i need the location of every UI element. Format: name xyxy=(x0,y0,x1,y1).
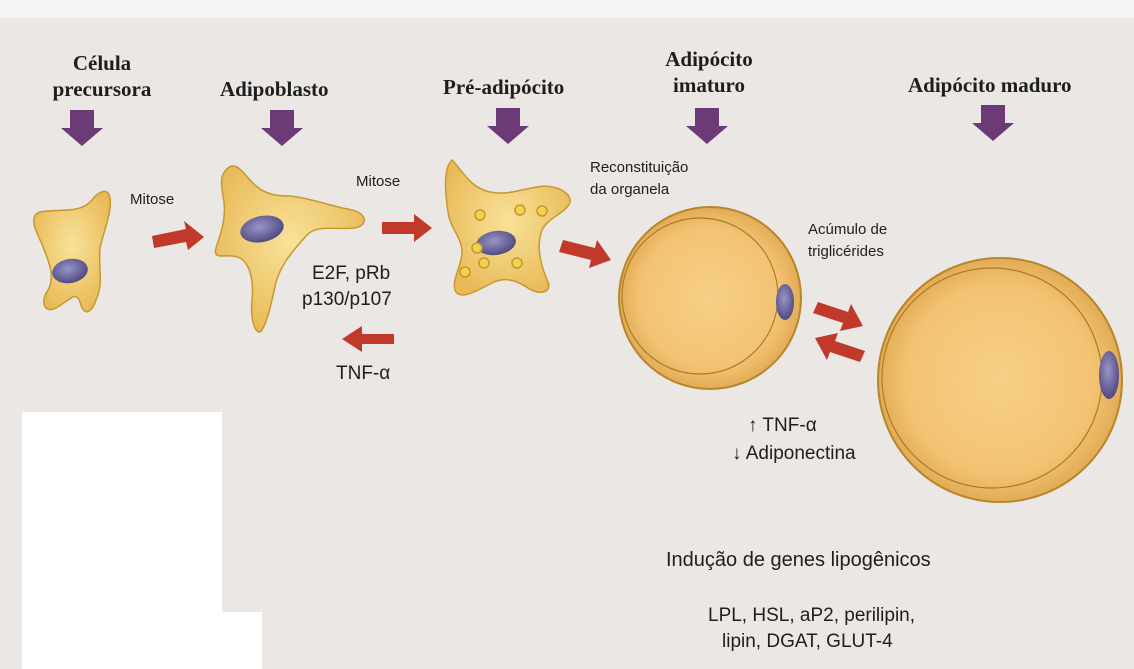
purple-arrow-adipoblast xyxy=(261,110,303,146)
genes-line-1: LPL, HSL, aP2, perilipin, xyxy=(708,604,915,628)
red-arrow-mitosis-2 xyxy=(382,214,432,242)
immature-adipocyte xyxy=(619,207,801,389)
mature-adipocyte xyxy=(878,258,1122,502)
purple-arrow-preadipocyte xyxy=(487,108,529,144)
stage-title-adipoblast: Adipoblasto xyxy=(220,76,329,102)
accumulation-line-2: triglicérides xyxy=(808,242,884,262)
purple-arrow-precursor xyxy=(61,110,103,146)
stage-title-mature: Adipócito maduro xyxy=(908,72,1072,98)
purple-arrow-immature xyxy=(686,108,728,144)
up-tnf-label: ↑ TNF-α xyxy=(748,414,817,438)
stage-title-preadipocyte: Pré-adipócito xyxy=(443,74,564,100)
genes-line-2: lipin, DGAT, GLUT-4 xyxy=(722,630,893,654)
red-arrow-to-immature xyxy=(559,240,611,268)
precursor-cell xyxy=(34,191,111,311)
induction-title: Indução de genes lipogênicos xyxy=(666,548,931,572)
reconstitution-line-2: da organela xyxy=(590,180,669,200)
purple-arrow-mature xyxy=(972,105,1014,141)
accumulation-line-1: Acúmulo de xyxy=(808,220,887,240)
stage-title-precursor: Célula precursora xyxy=(52,50,152,102)
red-arrow-mitosis-1 xyxy=(152,221,204,250)
regulators-line-2: p130/p107 xyxy=(302,288,392,312)
mitosis-label-1: Mitose xyxy=(130,190,174,210)
reconstitution-line-1: Reconstituição xyxy=(590,158,688,178)
down-adiponectin-label: ↓ Adiponectina xyxy=(732,442,856,466)
preadipocyte-cell xyxy=(446,160,571,295)
mitosis-label-2: Mitose xyxy=(356,172,400,192)
tnf-inhibit-label: TNF-α xyxy=(336,362,390,386)
stage-title-immature: Adipócito imaturo xyxy=(654,46,764,98)
red-arrow-tnf-back xyxy=(342,326,394,352)
red-arrow-to-mature xyxy=(813,302,863,331)
regulators-line-1: E2F, pRb xyxy=(312,262,390,286)
red-arrow-back-to-immature xyxy=(815,333,865,362)
